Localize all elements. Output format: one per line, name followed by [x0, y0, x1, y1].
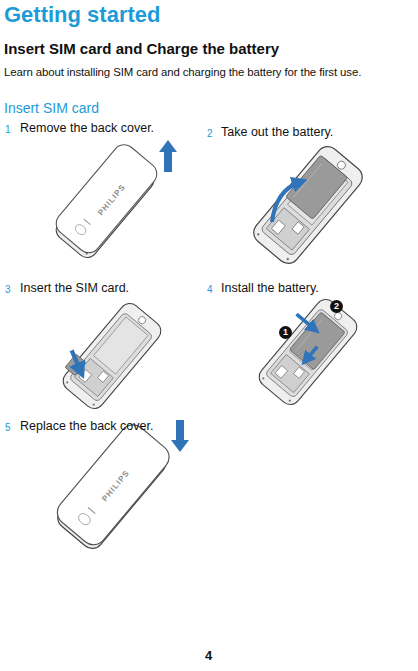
step-text: Insert the SIM card. — [20, 281, 129, 296]
step-number: 3 — [5, 284, 11, 296]
step-text: Take out the battery. — [221, 125, 333, 140]
page-title: Getting started — [4, 2, 160, 28]
page-number: 4 — [205, 648, 212, 664]
callout-number: 1 — [279, 326, 292, 339]
step-number: 4 — [207, 284, 213, 296]
step-number: 2 — [207, 128, 213, 140]
step-text: Replace the back cover. — [20, 419, 153, 434]
step-number: 1 — [5, 124, 11, 136]
callout-number: 2 — [330, 300, 343, 313]
intro-text: Learn about installing SIM card and char… — [4, 66, 416, 80]
step-text: Install the battery. — [221, 281, 319, 296]
subsection-heading: Insert SIM card — [4, 100, 99, 117]
step-number: 5 — [5, 422, 11, 434]
step-text: Remove the back cover. — [20, 121, 154, 136]
section-heading: Insert SIM card and Charge the battery — [4, 40, 279, 58]
